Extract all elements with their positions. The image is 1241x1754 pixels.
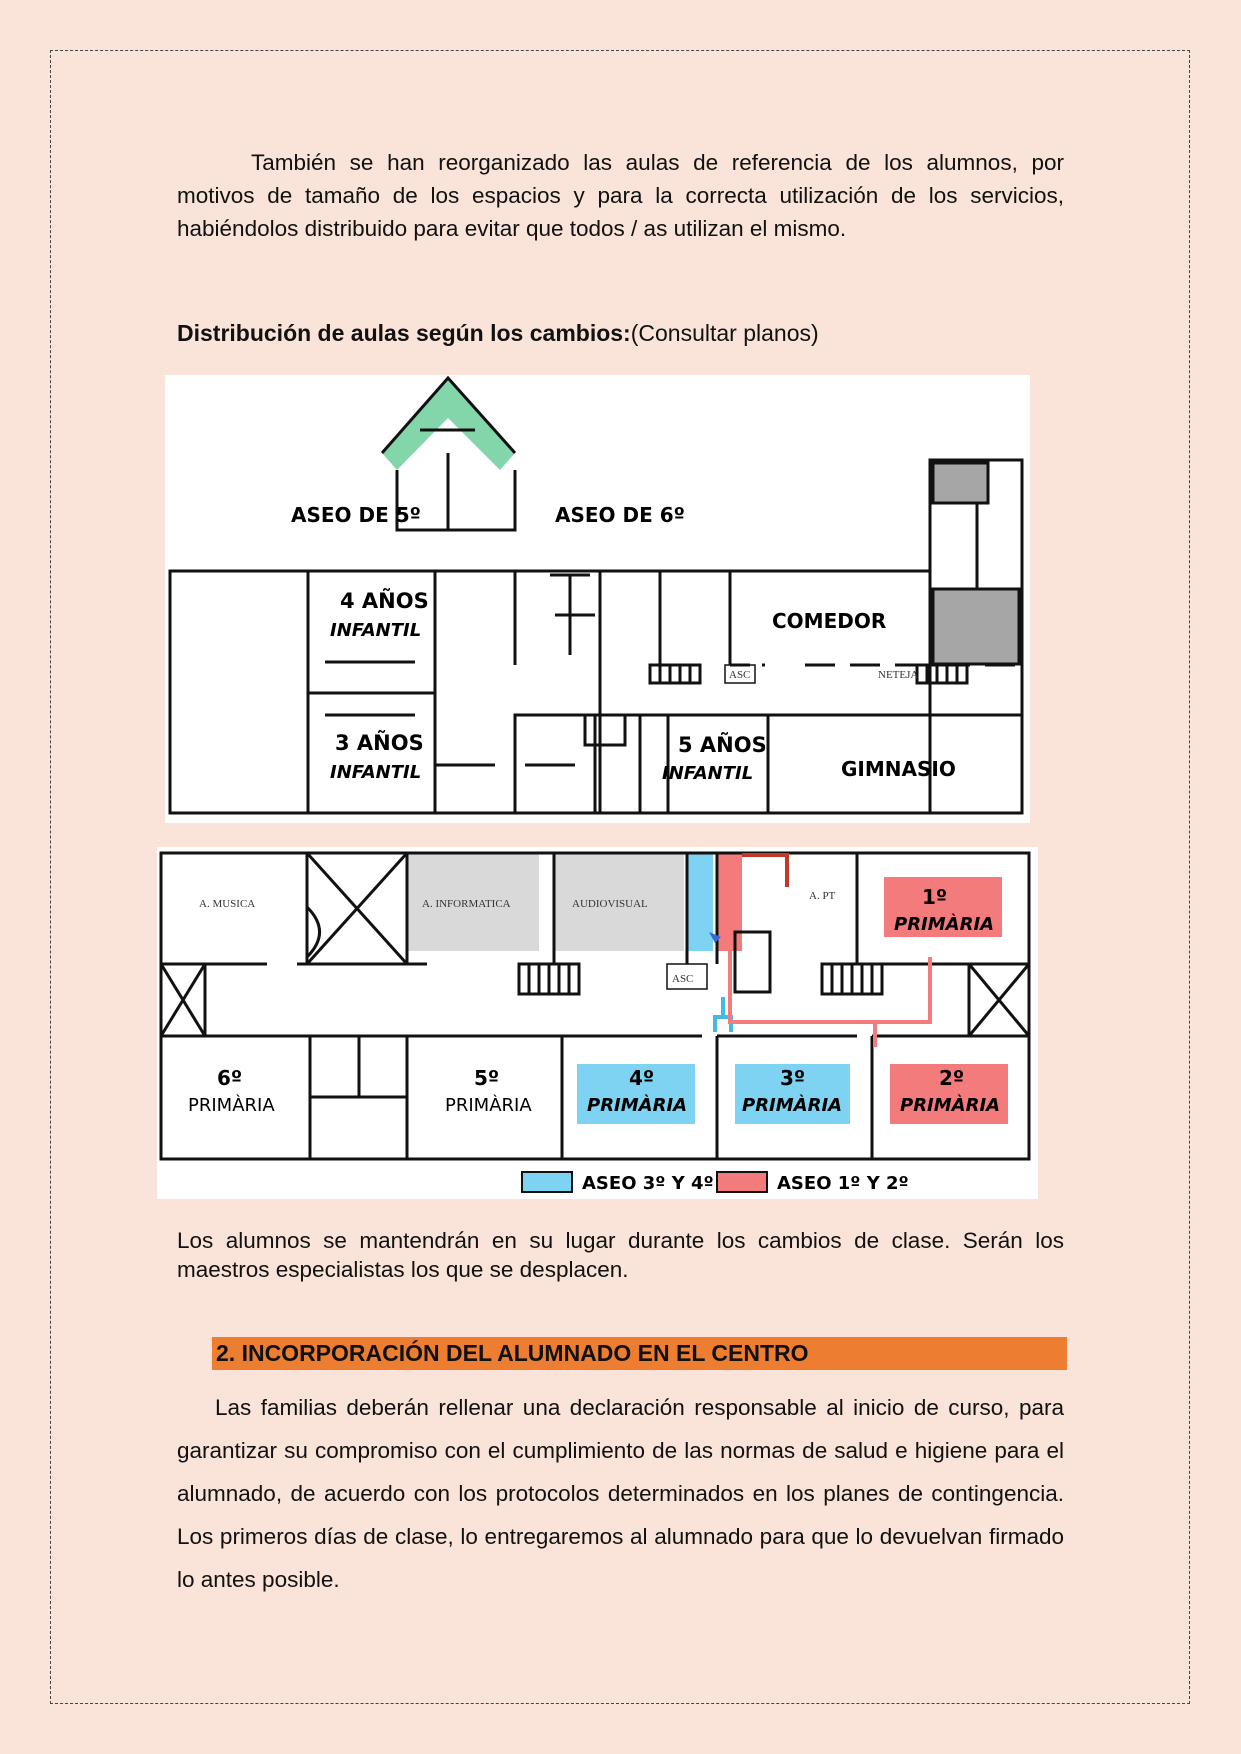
label-informatica: A. INFORMATICA [422, 898, 511, 910]
distribution-heading-note: (Consultar planos) [630, 320, 819, 346]
label-infantil-3-age: 3 AÑOS [335, 730, 424, 755]
label-comedor: COMEDOR [772, 609, 886, 633]
changes-paragraph: Los alumnos se mantendrán en su lugar du… [177, 1228, 1064, 1282]
label-asc-bottom: ASC [672, 973, 693, 985]
floor-plan-infantil: ASEO DE 5º ASEO DE 6º 4 AÑOS INFANTIL 3 … [165, 375, 1030, 823]
label-p1-num: 1º [922, 885, 947, 909]
label-infantil-4-age: 4 AÑOS [340, 588, 429, 613]
intro-paragraph: También se han reorganizado las aulas de… [177, 150, 1064, 241]
label-p4-num: 4º [629, 1066, 654, 1090]
label-p5-num: 5º [474, 1066, 499, 1090]
label-aseo-6: ASEO DE 6º [555, 503, 685, 527]
label-musica: A. MUSICA [199, 898, 255, 910]
label-asc-top: ASC [729, 669, 750, 681]
distribution-heading: Distribución de aulas según los cambios:… [177, 320, 819, 347]
aseo-5-6-fill [382, 378, 515, 470]
distribution-heading-bold: Distribución de aulas según los cambios: [177, 320, 631, 346]
label-infantil-4: INFANTIL [330, 620, 421, 641]
floor-plan-infantil-drawing: ASEO DE 5º ASEO DE 6º 4 AÑOS INFANTIL 3 … [168, 375, 1024, 815]
label-p2: PRIMÀRIA [900, 1094, 1000, 1116]
label-infantil-5-age: 5 AÑOS [678, 732, 767, 757]
label-p5: PRIMÀRIA [445, 1094, 532, 1116]
floor-plan-primaria: A. MUSICA A. INFORMATICA AUDIOVISUAL A. … [157, 847, 1038, 1199]
floor-plan-primaria-drawing: A. MUSICA A. INFORMATICA AUDIOVISUAL A. … [159, 851, 1031, 1194]
label-audiovisual: AUDIOVISUAL [572, 898, 648, 910]
label-infantil-3: INFANTIL [330, 762, 421, 783]
label-p6-num: 6º [217, 1066, 242, 1090]
page-border [50, 50, 1190, 1704]
label-p2-num: 2º [939, 1066, 964, 1090]
label-p4: PRIMÀRIA [587, 1094, 687, 1116]
label-p1: PRIMÀRIA [894, 913, 994, 935]
label-p3-num: 3º [780, 1066, 805, 1090]
families-paragraph: Las familias deberán rellenar una declar… [177, 1395, 1064, 1592]
label-neteja: NETEJA [878, 669, 918, 681]
label-p6: PRIMÀRIA [188, 1094, 275, 1116]
label-aseo-5: ASEO DE 5º [291, 503, 421, 527]
legend-red-label: ASEO 1º Y 2º [777, 1173, 909, 1194]
label-apt: A. PT [809, 890, 836, 902]
section-heading: 2. INCORPORACIÓN DEL ALUMNADO EN EL CENT… [212, 1337, 1067, 1370]
label-gimnasio: GIMNASIO [841, 757, 956, 781]
label-p3: PRIMÀRIA [742, 1094, 842, 1116]
legend-blue-label: ASEO 3º Y 4º [582, 1173, 714, 1194]
label-infantil-5: INFANTIL [662, 763, 753, 784]
